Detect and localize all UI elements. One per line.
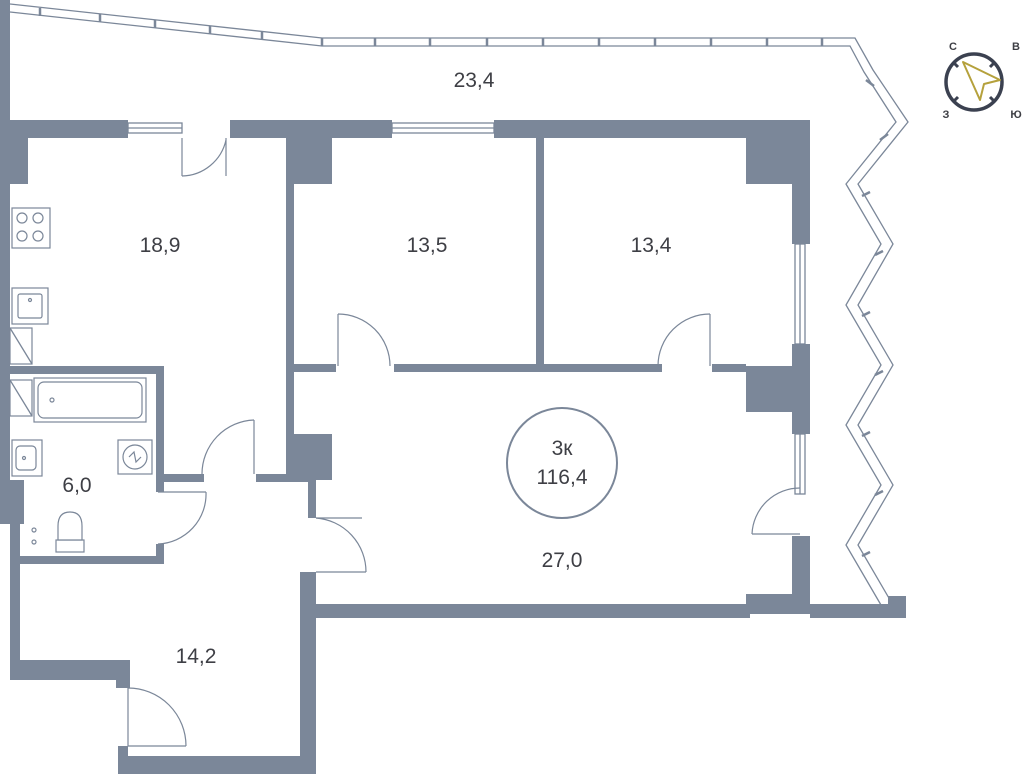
bath-cabinet [9, 379, 33, 417]
bath-sink [11, 439, 43, 477]
compass-north: С [949, 41, 957, 53]
kitchen-sink [11, 287, 49, 325]
walls [0, 0, 906, 774]
room-area-kitchen: 18,9 [140, 234, 181, 257]
apartment-rooms: 3к [552, 437, 574, 460]
room-area-bedroom-right: 13,4 [631, 234, 672, 257]
toilet [55, 511, 85, 553]
compass: С В З Ю [943, 41, 1022, 121]
kitchen-stove [11, 207, 51, 249]
balcony-glazing [9, 3, 909, 606]
windows [127, 122, 806, 495]
room-area-entrance: 14,2 [176, 645, 217, 668]
apartment-badge: 3к 116,4 [506, 407, 618, 519]
compass-west: З [943, 109, 950, 121]
washing-machine [117, 439, 153, 475]
fridge [9, 327, 33, 365]
room-area-bedroom-middle: 13,5 [407, 234, 448, 257]
room-area-hall: 27,0 [542, 549, 583, 572]
room-area-bathroom: 6,0 [62, 474, 91, 497]
compass-arrow-icon [962, 61, 1001, 101]
compass-south: Ю [1010, 109, 1021, 121]
compass-east: В [1012, 41, 1020, 53]
doors [127, 138, 801, 747]
bathtub [33, 377, 147, 423]
apartment-total-area: 116,4 [537, 466, 588, 489]
room-area-balcony: 23,4 [454, 69, 495, 92]
bidet-shower [31, 527, 37, 545]
